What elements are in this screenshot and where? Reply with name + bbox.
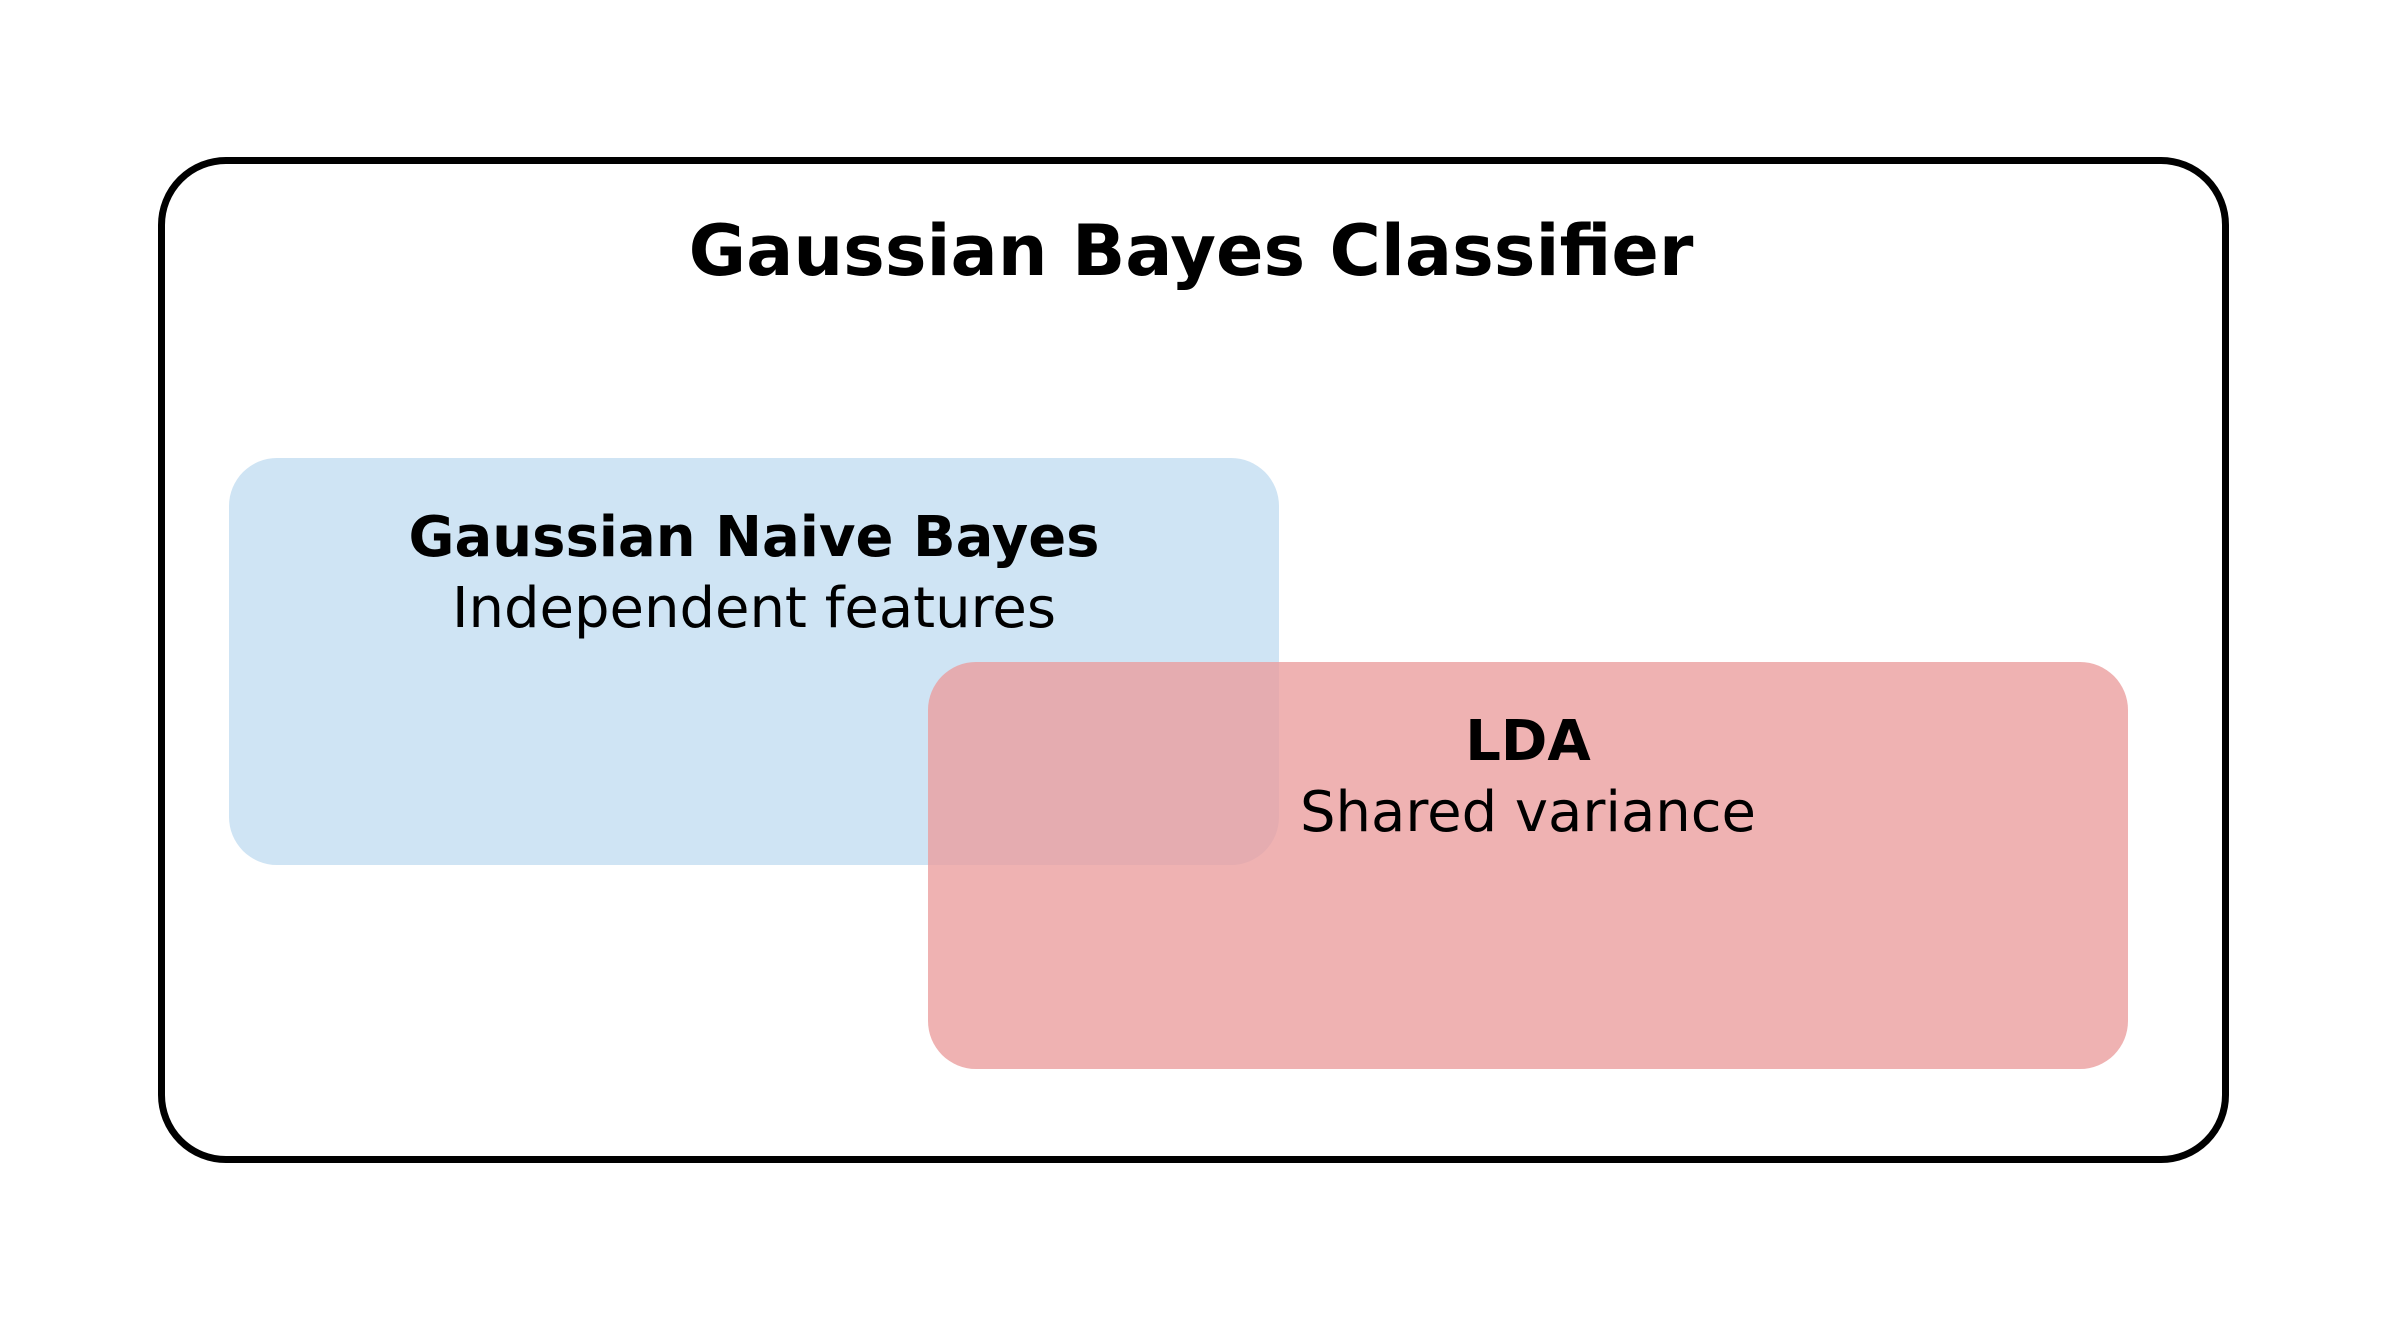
label-gaussian-naive-bayes: Gaussian Naive Bayes Independent feature…	[229, 503, 1279, 645]
region-title-lda: LDA	[1465, 709, 1591, 774]
diagram-title: Gaussian Bayes Classifier	[688, 210, 1694, 292]
region-lda	[928, 662, 2128, 1069]
region-subtitle-independent-features: Independent features	[451, 576, 1057, 641]
region-title-gaussian-naive-bayes: Gaussian Naive Bayes	[408, 505, 1100, 570]
region-subtitle-shared-variance: Shared variance	[1299, 780, 1757, 845]
label-lda: LDA Shared variance	[928, 707, 2128, 849]
